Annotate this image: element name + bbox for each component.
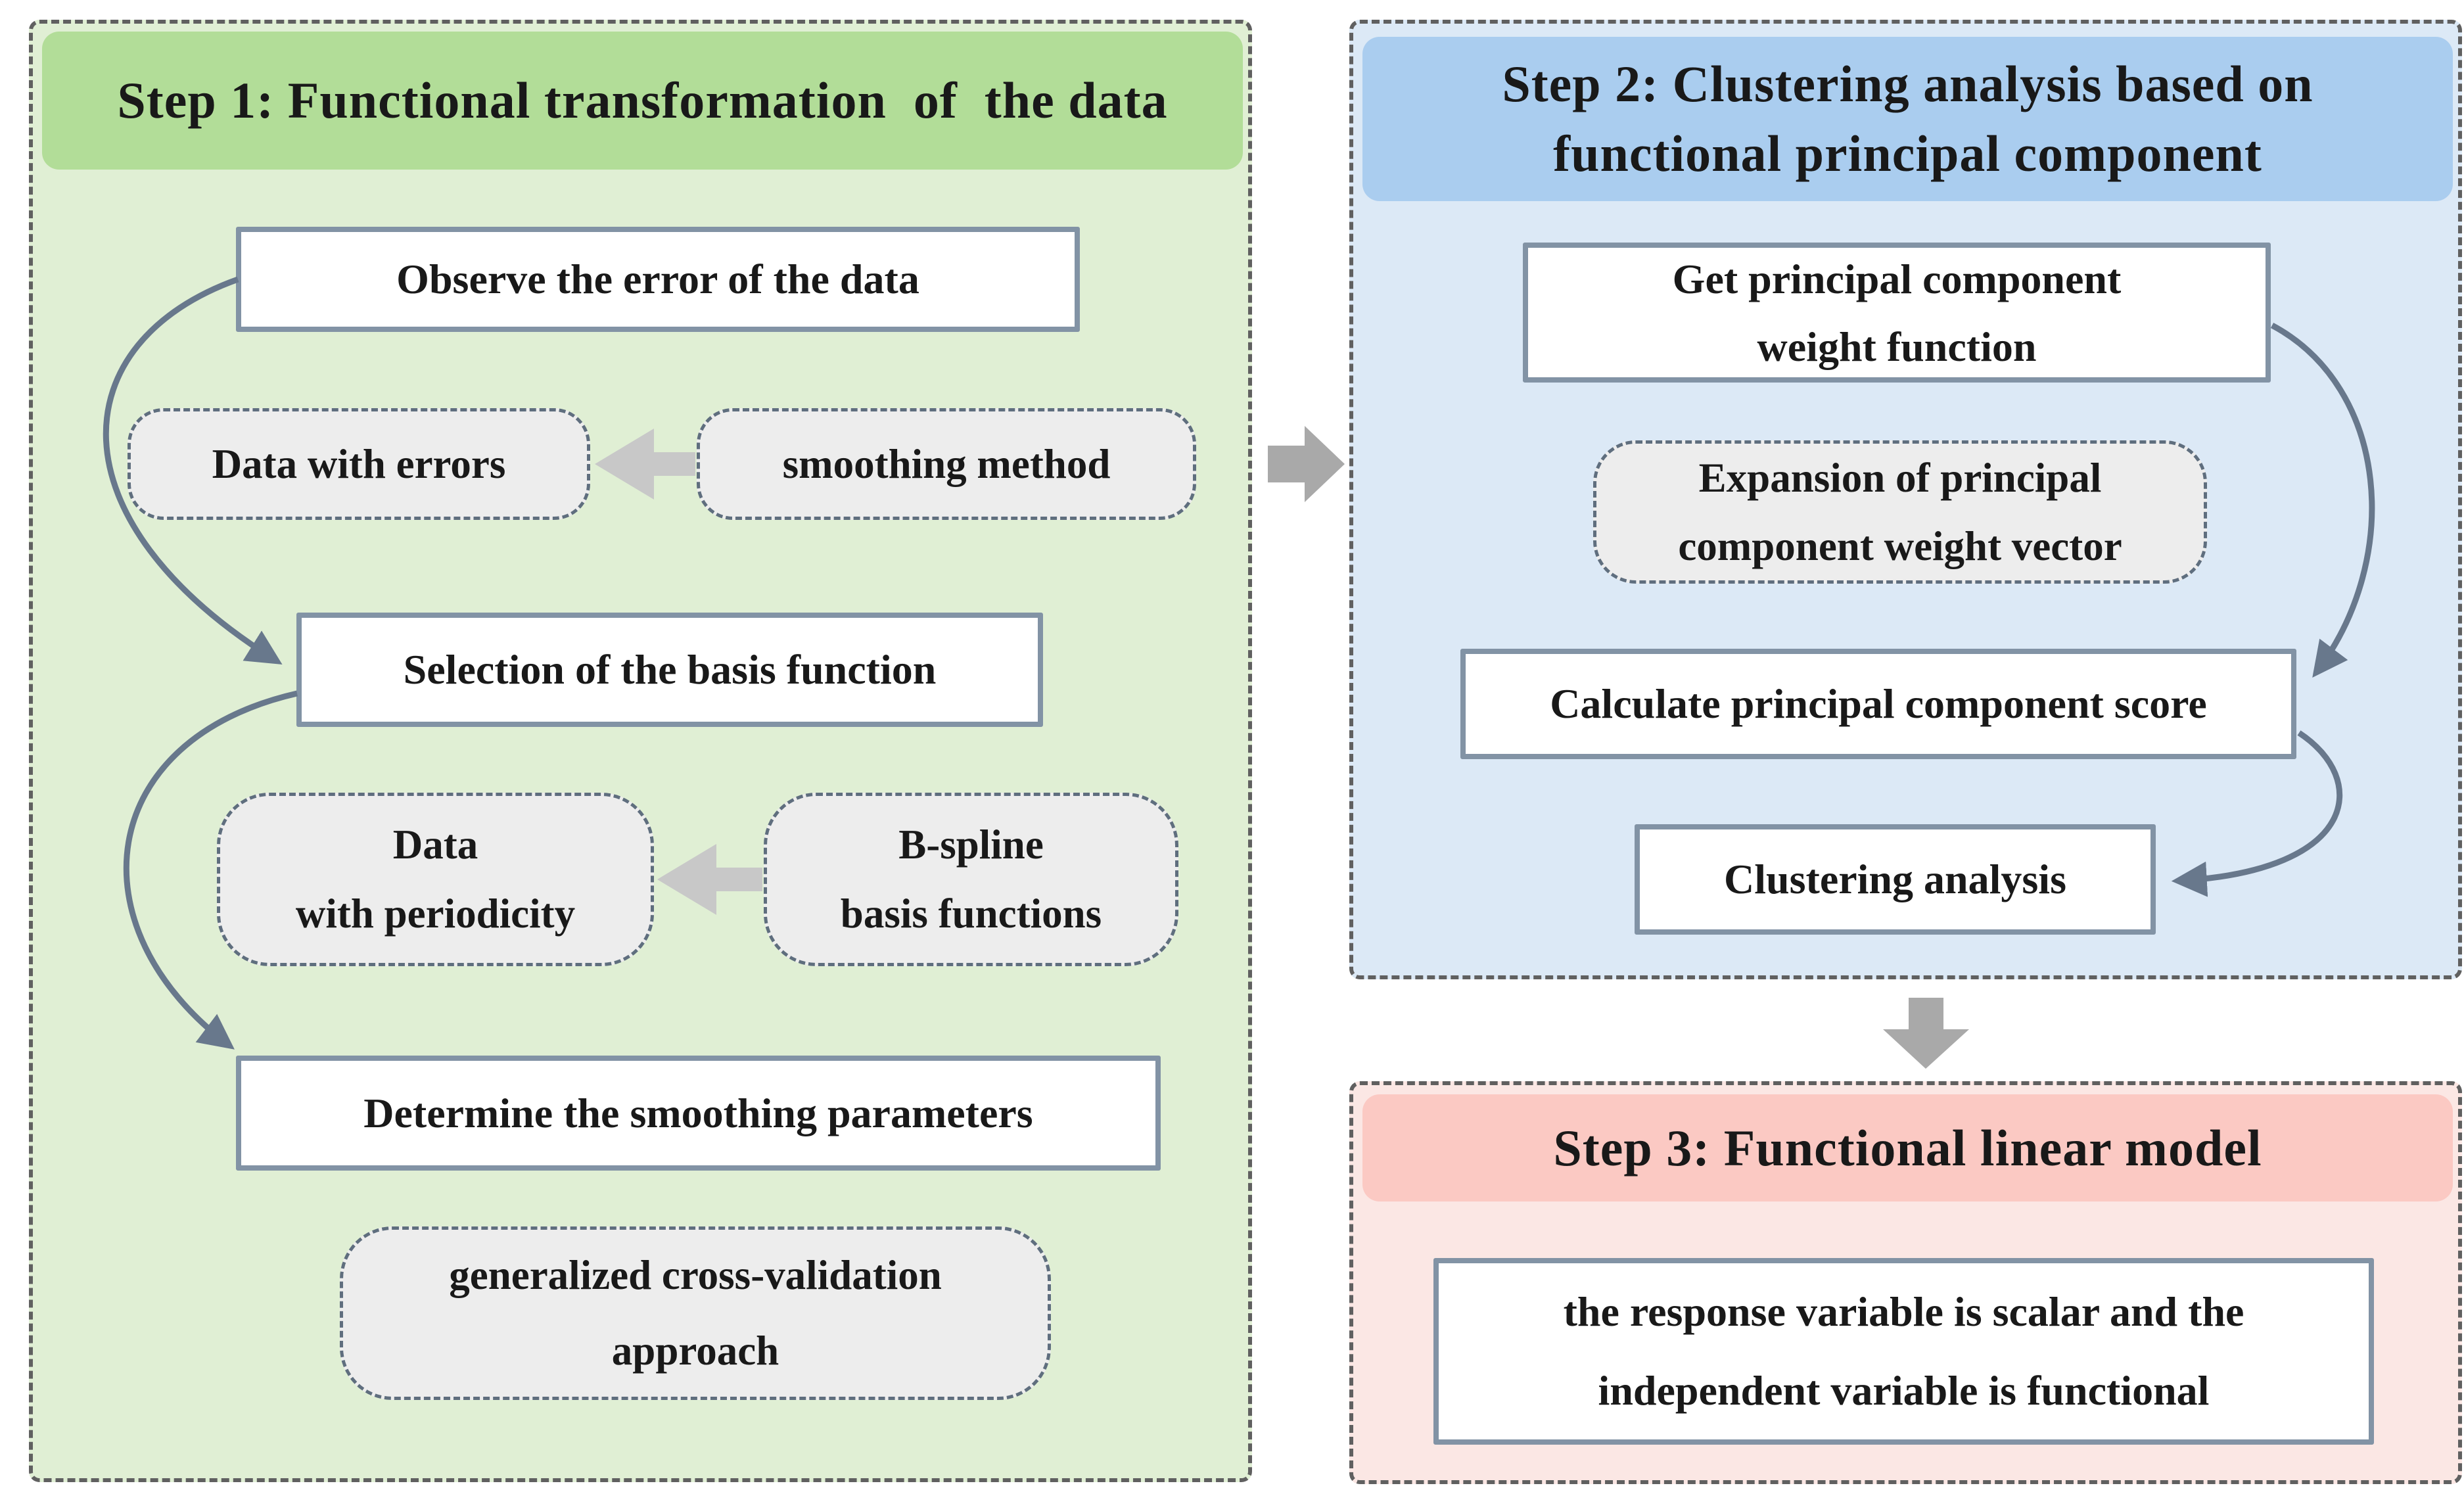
calculate-pc-score-label: Calculate principal component score — [1550, 680, 2207, 727]
step3-header: Step 3: Functional linear model — [1362, 1094, 2453, 1201]
step1-title: Step 1: Functional transformation of the… — [117, 72, 1168, 129]
selection-basis-label: Selection of the basis function — [403, 646, 937, 693]
data-with-periodicity-line1: Data — [392, 822, 478, 868]
smoothing-method-label: smoothing method — [782, 440, 1111, 487]
step2-title-line2: functional principal component — [1553, 125, 2262, 182]
functional-linear-model-box: the response variable is scalar and the … — [1433, 1258, 2374, 1445]
data-with-errors-box: Data with errors — [128, 408, 590, 520]
data-with-errors-label: Data with errors — [212, 440, 506, 487]
selection-basis-box: Selection of the basis function — [296, 613, 1043, 727]
clustering-analysis-label: Clustering analysis — [1724, 856, 2066, 902]
step1-header: Step 1: Functional transformation of the… — [42, 32, 1243, 170]
observe-error-label: Observe the error of the data — [396, 256, 919, 302]
generalized-cross-validation-box: generalized cross-validation approach — [340, 1226, 1051, 1400]
response-line2: independent variable is functional — [1598, 1367, 2210, 1414]
smoothing-method-box: smoothing method — [697, 408, 1196, 520]
arrow-step1-to-step2 — [1268, 426, 1345, 502]
data-with-periodicity-box: Data with periodicity — [217, 793, 654, 966]
calculate-pc-score-box: Calculate principal component score — [1460, 649, 2296, 759]
expansion-line2: component weight vector — [1678, 523, 2122, 569]
determine-smoothing-box: Determine the smoothing parameters — [236, 1056, 1161, 1171]
clustering-analysis-box: Clustering analysis — [1635, 824, 2156, 935]
expansion-weight-vector-box: Expansion of principal component weight … — [1593, 440, 2207, 584]
data-with-periodicity-line2: with periodicity — [295, 891, 576, 937]
step2-header: Step 2: Clustering analysis based on fun… — [1362, 37, 2453, 201]
step3-title: Step 3: Functional linear model — [1553, 1119, 2262, 1177]
bspline-basis-box: B-spline basis functions — [764, 793, 1178, 966]
get-pc-line1: Get principal component — [1672, 255, 2122, 302]
expansion-line1: Expansion of principal — [1698, 455, 2102, 501]
gcv-line2: approach — [611, 1328, 779, 1374]
determine-smoothing-label: Determine the smoothing parameters — [363, 1089, 1033, 1136]
step2-title-line1: Step 2: Clustering analysis based on — [1502, 55, 2313, 112]
bspline-basis-line2: basis functions — [840, 891, 1102, 937]
gcv-line1: generalized cross-validation — [449, 1252, 942, 1298]
observe-error-box: Observe the error of the data — [236, 227, 1080, 332]
bspline-basis-line1: B-spline — [898, 822, 1044, 868]
arrow-step2-to-step3 — [1883, 998, 1969, 1069]
get-pc-line2: weight function — [1757, 323, 2037, 370]
get-principal-component-box: Get principal component weight function — [1523, 243, 2271, 383]
response-line1: the response variable is scalar and the — [1563, 1288, 2244, 1335]
